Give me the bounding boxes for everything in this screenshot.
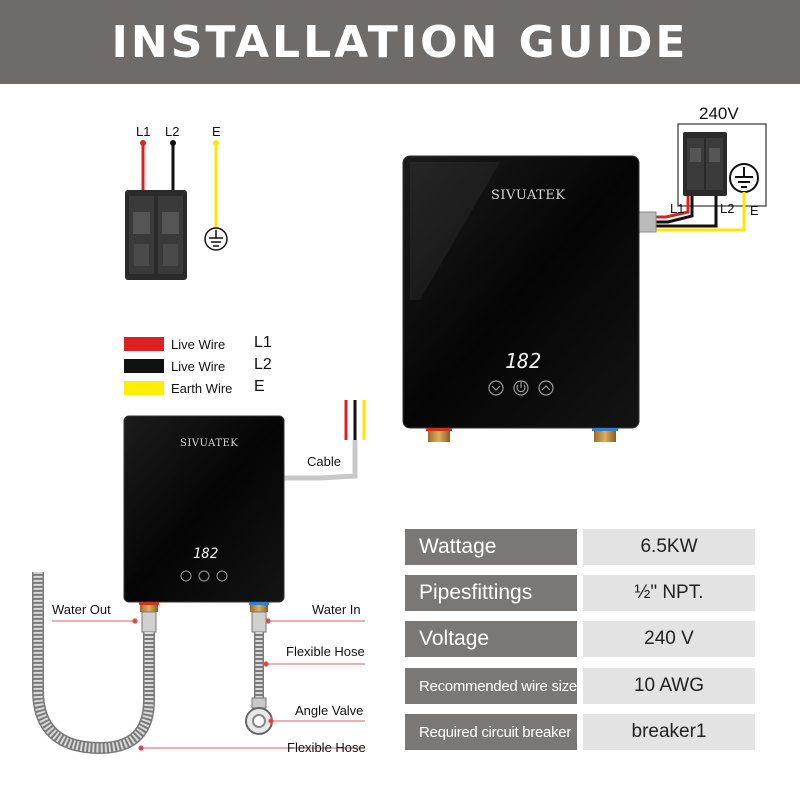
heater-small — [123, 415, 285, 612]
spec-row-voltage: Voltage 240 V — [405, 621, 755, 657]
legend-code-l1: L1 — [254, 334, 272, 351]
breaker-label-l2: L2 — [165, 124, 180, 139]
spec-value: ½" NPT. — [583, 575, 755, 611]
legend-code-earth: E — [254, 378, 265, 395]
up-icon — [538, 380, 554, 396]
small-down-icon — [180, 570, 192, 582]
legend-swatch-l2 — [124, 359, 164, 373]
small-up-icon — [216, 570, 228, 582]
power-cable — [284, 440, 358, 481]
heater-large-brand: SIVUATEK — [491, 188, 566, 203]
spec-label: Voltage — [405, 621, 577, 657]
legend-label-earth: Earth Wire — [171, 381, 233, 396]
panel-label-l1: L1 — [670, 201, 685, 216]
panel-label-l2: L2 — [720, 201, 735, 216]
breaker-label-l1: L1 — [136, 124, 151, 139]
water-in-label: Water In — [312, 602, 361, 617]
heater-large-display: 182 — [505, 349, 542, 373]
small-cold-fitting — [250, 602, 268, 612]
heater-small-display: 182 — [193, 546, 219, 562]
spec-row-pipesfittings: Pipesfittings ½" NPT. — [405, 575, 755, 611]
breaker-diagram — [125, 140, 228, 280]
legend-swatch-earth — [124, 381, 164, 395]
spec-value: breaker1 — [583, 714, 755, 750]
heater-small-brand: SIVUATEK — [180, 438, 239, 449]
legend-label-l1: Live Wire — [171, 337, 226, 352]
page-title: INSTALLATION GUIDE — [111, 16, 689, 68]
spec-label: Pipesfittings — [405, 575, 577, 611]
power-icon — [513, 380, 529, 396]
circuit-breaker — [125, 190, 187, 280]
spec-label: Required circuit breaker — [405, 714, 577, 750]
flexible-hose-label-1: Flexible Hose — [286, 644, 365, 659]
heater-large — [402, 155, 640, 442]
small-hot-fitting — [140, 602, 158, 612]
spec-row-wire-size: Recommended wire size 10 AWG — [405, 668, 755, 704]
inlet-hose — [245, 611, 273, 735]
panel-wire-l2b — [638, 196, 718, 228]
spec-label: Wattage — [405, 529, 577, 565]
legend-code-l2: L2 — [254, 356, 272, 373]
small-power-icon — [198, 570, 210, 582]
panel-label-e: E — [750, 203, 759, 218]
panel-wire-earth — [638, 192, 746, 232]
outlet-hose — [32, 572, 157, 755]
angle-valve-label: Angle Valve — [295, 703, 364, 718]
header-banner: INSTALLATION GUIDE — [0, 0, 800, 84]
spec-row-circuit-breaker: Required circuit breaker breaker1 — [405, 714, 755, 750]
breaker-label-e: E — [212, 124, 221, 139]
cold-inlet-fitting — [594, 428, 616, 442]
hot-outlet-fitting — [428, 428, 450, 442]
legend-swatch-l1 — [124, 337, 164, 351]
spec-row-wattage: Wattage 6.5KW — [405, 529, 755, 565]
flexible-hose-label-2: Flexible Hose — [287, 740, 366, 755]
breaker-panel — [677, 123, 767, 207]
ground-icon — [204, 227, 228, 251]
spec-value: 10 AWG — [583, 668, 755, 704]
panel-ground-icon — [729, 163, 759, 193]
legend-label-l2: Live Wire — [171, 359, 226, 374]
spec-value: 6.5KW — [583, 529, 755, 565]
water-out-label: Water Out — [52, 602, 111, 617]
down-icon — [488, 380, 504, 396]
spec-value: 240 V — [583, 621, 755, 657]
spec-label: Recommended wire size — [405, 668, 577, 704]
cable-label: Cable — [307, 454, 341, 469]
panel-voltage-label: 240V — [699, 104, 739, 123]
